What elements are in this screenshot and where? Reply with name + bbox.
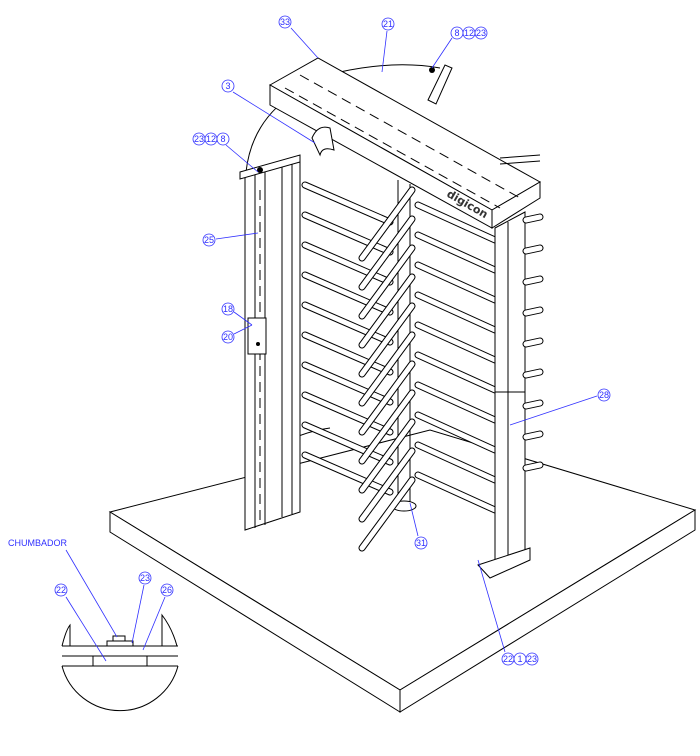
svg-text:25: 25 [204,235,214,245]
rotor-arm [359,390,415,464]
left-rail [302,452,393,495]
cage-peg [523,307,543,316]
svg-text:18: 18 [223,304,233,314]
svg-text:8: 8 [220,134,225,144]
left-rail [302,182,393,225]
cage-peg [523,245,543,254]
svg-text:12: 12 [206,134,216,144]
cage-peg [523,462,543,471]
right-rail [415,442,498,483]
callout-22-1-23: 22 1 23 [501,652,539,666]
left-rail [302,212,393,255]
left-post [239,154,301,531]
svg-text:23: 23 [194,134,204,144]
cage-peg [523,369,543,378]
callout-28: 28 [597,388,611,402]
rotor-arm [359,245,415,319]
svg-text:8: 8 [454,28,459,38]
right-rail [415,412,498,453]
left-rail [302,302,393,345]
top-canopy: digicon [257,57,542,229]
cage-peg [523,431,543,440]
svg-text:1: 1 [517,654,522,664]
cage-peg [523,214,543,223]
left-rail [302,362,393,405]
right-rail [415,202,498,243]
right-rail [415,292,498,333]
rotor-arm [359,332,415,406]
detail-callout-26: 26 [160,583,174,597]
turnstile-bars [301,181,499,514]
chumbador-note: CHUMBADOR [8,538,68,548]
leader-lines [65,27,598,662]
cage-peg [523,400,543,409]
callout-33: 33 [278,15,292,29]
right-cage [477,211,544,579]
callout-18: 18 [221,302,235,316]
svg-text:22: 22 [56,585,66,595]
detail-callout-23: 23 [138,571,152,585]
rotor-arm [359,419,415,493]
left-rail [302,272,393,315]
svg-text:26: 26 [162,585,172,595]
callout-25: 25 [202,233,216,247]
rotor-arms [358,186,416,552]
callout-31: 31 [414,536,428,550]
right-rail [415,262,498,303]
base-slab [108,429,697,713]
right-rail [415,472,498,513]
svg-text:22: 22 [503,654,513,664]
left-rail [302,332,393,375]
svg-text:23: 23 [527,654,537,664]
handle-bar [311,126,335,157]
rotor-arm [359,477,415,551]
svg-text:33: 33 [280,17,290,27]
anchor-detail-view [61,613,179,712]
svg-text:28: 28 [599,390,609,400]
svg-text:20: 20 [223,332,233,342]
callout-8-12-23: 8 12 23 [450,26,488,40]
rotor-arm [359,303,415,377]
rotor-arm [359,216,415,290]
cage-peg [523,338,543,347]
svg-text:23: 23 [140,573,150,583]
svg-text:23: 23 [476,28,486,38]
left-rail [302,422,393,465]
rotor-arm [359,361,415,435]
detail-callout-22: 22 [54,583,68,597]
cage-peg [523,276,543,285]
svg-text:31: 31 [416,538,426,548]
left-rail [302,392,393,435]
callouts: 33 21 8 12 23 3 23 12 8 25 18 20 28 31 2… [8,15,611,666]
right-rail [415,352,498,393]
callout-23-12-8: 23 12 8 [192,132,230,146]
rotor-arm [359,448,415,522]
callout-21: 21 [381,17,395,31]
callout-20: 20 [221,330,235,344]
svg-text:12: 12 [464,28,474,38]
top-bracket [427,64,453,105]
right-rail [415,382,498,423]
right-rail [415,322,498,363]
svg-text:21: 21 [383,19,393,29]
callout-3: 3 [221,79,235,93]
left-rail [302,242,393,285]
svg-text:3: 3 [225,81,230,91]
rotor-arm [359,274,415,348]
rotor-arm [359,187,415,261]
right-rail [415,232,498,273]
